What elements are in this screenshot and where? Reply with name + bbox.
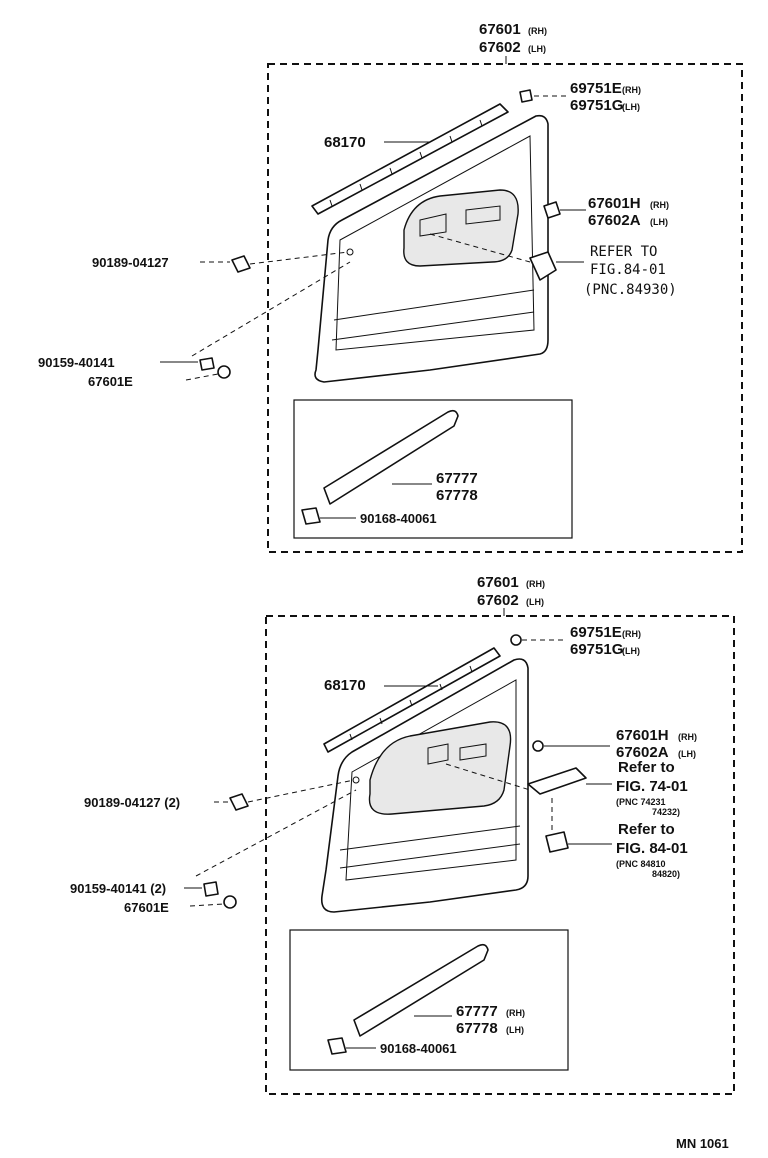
top-pocket-2: 67778 <box>436 487 478 504</box>
top-pocket-screw <box>301 507 321 525</box>
bottom-pocket-screw-label: 90168-40061 <box>380 1041 457 1056</box>
top-fastener-2: 67602A <box>588 212 641 229</box>
top-left-clip <box>231 255 251 273</box>
bottom-fastener-1-tag: (RH) <box>678 732 697 742</box>
bottom-switch <box>545 831 569 853</box>
top-fastener-2-tag: (LH) <box>650 217 668 227</box>
bottom-refer-a-2: FIG. 74-01 <box>616 778 688 795</box>
top-header-1: 67601 <box>479 21 521 38</box>
top-left-clip-label: 90189-04127 <box>92 255 169 270</box>
bottom-screw <box>203 881 219 897</box>
bottom-refer-b-4: 84820) <box>652 869 680 879</box>
top-clip-2: 69751G <box>570 97 623 114</box>
top-screw-label: 90159-40141 <box>38 355 115 370</box>
top-switch-bracket <box>529 251 557 281</box>
top-pocket-1: 67777 <box>436 470 478 487</box>
bottom-weatherstrip-label: 68170 <box>324 677 366 694</box>
bottom-fastener-2: 67602A <box>616 744 669 761</box>
bottom-pocket-1-tag: (RH) <box>506 1008 525 1018</box>
top-weatherstrip-label: 68170 <box>324 134 366 151</box>
bottom-frame <box>265 615 735 1095</box>
top-pocket-screw-label: 90168-40061 <box>360 511 437 526</box>
top-header-2-tag: (LH) <box>528 44 546 54</box>
bottom-header-1-tag: (RH) <box>526 579 545 589</box>
top-refer-3: (PNC.84930) <box>584 282 677 298</box>
top-pocket-box <box>293 399 573 539</box>
bottom-header-2: 67602 <box>477 592 519 609</box>
bottom-fastener-1: 67601H <box>616 727 669 744</box>
bottom-pocket-2-tag: (LH) <box>506 1025 524 1035</box>
bottom-pocket-1: 67777 <box>456 1003 498 1020</box>
bottom-header-1: 67601 <box>477 574 519 591</box>
top-clip-1: 69751E <box>570 80 622 97</box>
bottom-left-clip <box>229 793 249 811</box>
bottom-clip-1: 69751E <box>570 624 622 641</box>
bottom-fastener-2-tag: (LH) <box>678 749 696 759</box>
bottom-refer-b-3: (PNC 84810 <box>616 859 666 869</box>
bottom-refer-b-2: FIG. 84-01 <box>616 840 688 857</box>
bottom-switch-plate <box>527 767 587 795</box>
bottom-refer-a-4: 74232) <box>652 807 680 817</box>
top-fastener-1-tag: (RH) <box>650 200 669 210</box>
bottom-fastener <box>532 740 544 752</box>
top-clip-1-tag: (RH) <box>622 85 641 95</box>
bottom-header-2-tag: (LH) <box>526 597 544 607</box>
bottom-clip <box>510 634 522 646</box>
top-frame <box>267 63 743 553</box>
bottom-pocket <box>353 943 489 1037</box>
bottom-screw-label: 90159-40141 (2) <box>70 881 166 896</box>
top-header-2: 67602 <box>479 39 521 56</box>
bottom-weatherstrip <box>323 647 501 753</box>
top-fastener-1: 67601H <box>588 195 641 212</box>
bottom-pocket-screw <box>327 1037 347 1055</box>
bottom-assembly: 67601 (RH) 67602 (LH) 68170 69751E (RH) … <box>70 574 735 1095</box>
top-fastener <box>543 201 561 219</box>
bottom-clip-2-tag: (LH) <box>622 646 640 656</box>
bottom-refer-a-3: (PNC 74231 <box>616 797 666 807</box>
top-refer-1: REFER TO <box>590 244 657 260</box>
top-weatherstrip <box>311 103 509 215</box>
bottom-clip-2: 69751G <box>570 641 623 658</box>
top-header-1-tag: (RH) <box>528 26 547 36</box>
top-refer-2: FIG.84-01 <box>590 262 666 278</box>
bottom-cap-label: 67601E <box>124 900 169 915</box>
footer-code: MN 1061 <box>676 1136 729 1151</box>
bottom-pocket-2: 67778 <box>456 1020 498 1037</box>
bottom-pocket-box <box>289 929 569 1071</box>
top-pocket <box>323 409 459 505</box>
bottom-cap <box>223 895 237 909</box>
bottom-clip-1-tag: (RH) <box>622 629 641 639</box>
top-cap <box>217 365 231 379</box>
top-assembly: 67601 (RH) 67602 (LH) 68170 69751E (RH) … <box>38 21 743 553</box>
bottom-refer-b-1: Refer to <box>618 821 675 838</box>
bottom-refer-a-1: Refer to <box>618 759 675 776</box>
top-clip <box>519 89 533 103</box>
top-screw <box>199 357 215 371</box>
bottom-left-clip-label: 90189-04127 (2) <box>84 795 180 810</box>
top-clip-2-tag: (LH) <box>622 102 640 112</box>
top-door-panel <box>314 114 549 383</box>
bottom-door-panel <box>320 658 529 913</box>
top-cap-label: 67601E <box>88 374 133 389</box>
